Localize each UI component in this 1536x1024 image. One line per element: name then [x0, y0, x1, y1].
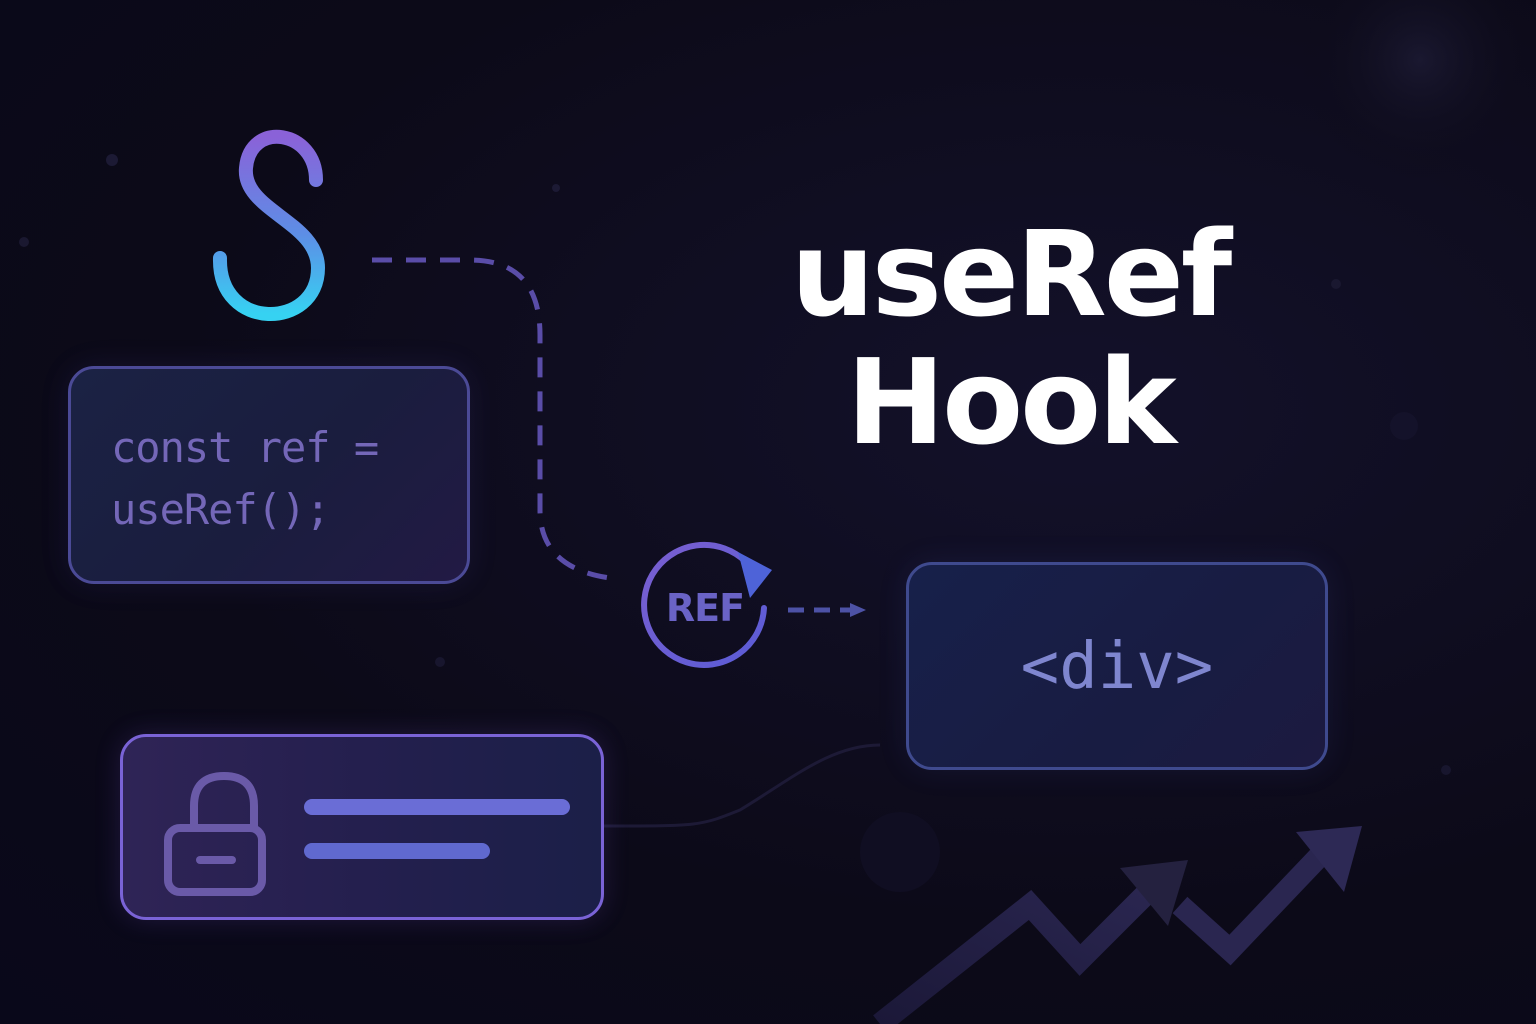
title-line-1: useRef [790, 205, 1233, 343]
div-tag-text: <div> [1020, 630, 1214, 704]
decor-dot [435, 657, 445, 667]
dashed-connector-hook-to-ref [372, 257, 611, 581]
title-line-2: Hook [846, 333, 1176, 471]
connector-line [603, 743, 881, 828]
code-line: const ref = [111, 423, 379, 472]
dom-element-card: <div> [906, 562, 1328, 770]
arrow-right-icon [788, 603, 866, 617]
decor-dot [860, 812, 940, 892]
decor-dot [106, 154, 118, 166]
lock-icon [164, 772, 266, 896]
trend-up-arrow-icon [873, 826, 1362, 1024]
input-field-graphic [164, 772, 570, 896]
input-field-card [120, 734, 604, 920]
refresh-icon [641, 541, 772, 668]
page-title: useRef Hook [740, 210, 1280, 466]
code-line: useRef(); [111, 485, 331, 534]
decor-dot [552, 184, 560, 192]
ref-badge-label: REF [665, 586, 745, 630]
hook-icon [212, 129, 326, 321]
decor-dot [1390, 412, 1418, 440]
code-snippet-card: const ref = useRef(); [68, 366, 470, 584]
decor-dot [1441, 765, 1451, 775]
background-glow [1300, 0, 1536, 180]
code-snippet: const ref = useRef(); [111, 417, 379, 541]
decor-dot [19, 237, 29, 247]
decor-dot [1331, 279, 1341, 289]
